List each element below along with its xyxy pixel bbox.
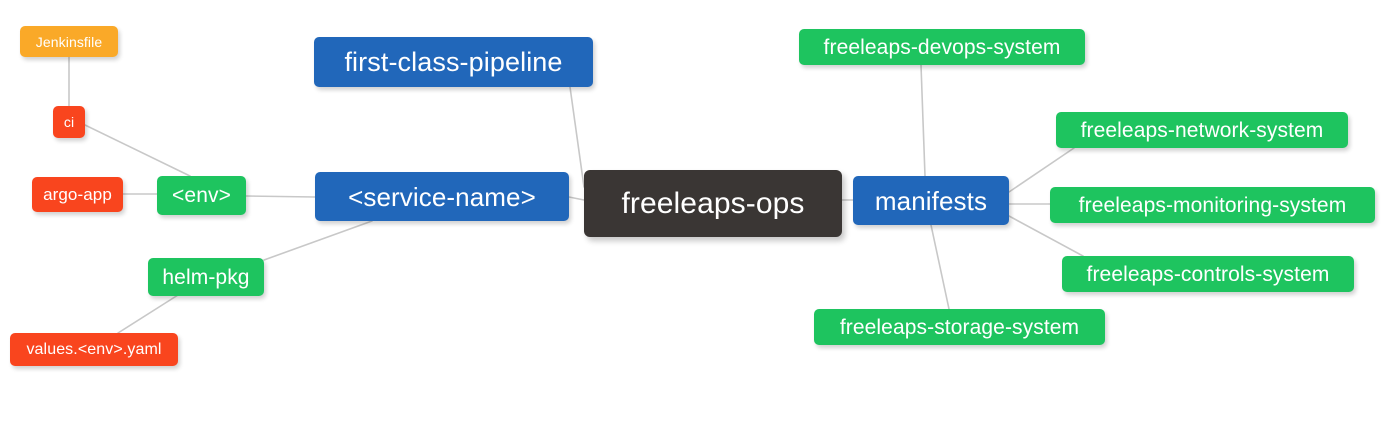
- node-helm-pkg[interactable]: helm-pkg: [148, 258, 264, 296]
- node-freeleaps-ops[interactable]: freeleaps-ops: [584, 170, 842, 237]
- node-service-name[interactable]: <service-name>: [315, 172, 569, 221]
- node-values-env-yaml[interactable]: values.<env>.yaml: [10, 333, 178, 366]
- node-argo-app[interactable]: argo-app: [32, 177, 123, 212]
- node-jenkinsfile[interactable]: Jenkinsfile: [20, 26, 118, 57]
- edge-manifests-to-freeleaps-devops-system: [920, 64, 926, 177]
- edge-service-name-to-env: [245, 195, 316, 198]
- edge-freeleaps-ops-to-first-class-pipeline: [569, 86, 585, 188]
- edge-freeleaps-ops-to-service-name: [568, 196, 585, 201]
- edge-manifests-to-freeleaps-storage-system: [930, 224, 950, 310]
- edge-env-to-ci: [84, 124, 191, 177]
- edge-manifests-to-freeleaps-network-system: [1008, 147, 1075, 193]
- node-freeleaps-monitoring-system[interactable]: freeleaps-monitoring-system: [1050, 187, 1375, 223]
- node-ci[interactable]: ci: [53, 106, 85, 138]
- edge-service-name-to-helm-pkg: [263, 220, 373, 261]
- node-env[interactable]: <env>: [157, 176, 246, 215]
- node-freeleaps-controls-system[interactable]: freeleaps-controls-system: [1062, 256, 1354, 292]
- node-freeleaps-network-system[interactable]: freeleaps-network-system: [1056, 112, 1348, 148]
- edge-helm-pkg-to-values-env-yaml: [117, 294, 179, 334]
- node-manifests[interactable]: manifests: [853, 176, 1009, 225]
- node-freeleaps-storage-system[interactable]: freeleaps-storage-system: [814, 309, 1105, 345]
- node-first-class-pipeline[interactable]: first-class-pipeline: [314, 37, 593, 87]
- node-freeleaps-devops-system[interactable]: freeleaps-devops-system: [799, 29, 1085, 65]
